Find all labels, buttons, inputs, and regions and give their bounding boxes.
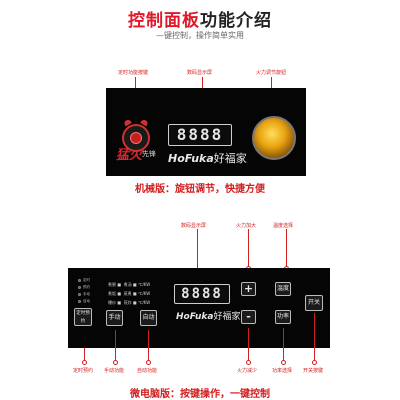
label-timer-button: 定时功能按键: [118, 70, 149, 76]
mode-right: 煮汤 ■: [123, 282, 137, 287]
mode-unit: ℃/KW: [137, 282, 151, 287]
timer-reserve-button[interactable]: 定时预约: [74, 308, 92, 326]
mode-unit: ℃/KW: [137, 291, 151, 296]
title-part-2: 功能介绍: [200, 11, 272, 31]
leader-dot: [281, 360, 286, 365]
fire-up-button[interactable]: +: [241, 282, 256, 296]
label-firepower-knob: 火力调节旋钮: [256, 70, 287, 76]
label-timer-reserve: 定时预约: [73, 368, 94, 374]
leader-dot: [82, 360, 87, 365]
label-on-off: 开关按键: [303, 368, 324, 374]
power-button[interactable]: 功率: [275, 310, 291, 324]
title-part-1: 控制面板: [128, 11, 200, 31]
alarm-bell-right: [140, 118, 149, 127]
mode-row: 爆炒 ■ 煎炸 ■ ℃/KW: [108, 300, 150, 306]
leader-dot: [312, 360, 317, 365]
mode-row: 煮粥 ■ 煮汤 ■ ℃/KW: [108, 282, 150, 288]
indicator-label: 手动: [83, 292, 90, 296]
page-title: 控制面板功能介绍: [0, 6, 400, 31]
leader-dot: [146, 360, 151, 365]
leader-line: [84, 348, 85, 362]
mechanical-caption: 机械版：旋钮调节，快捷方便: [135, 184, 265, 195]
fire-down-button[interactable]: -: [241, 310, 256, 324]
leader-line: [286, 229, 287, 269]
brand-logo: HoFuka好福家: [176, 309, 240, 322]
label-fire-down: 火力减少: [237, 368, 258, 374]
logo-latin: HoFuka: [168, 152, 214, 165]
leader-line: [248, 229, 249, 269]
brand-logo: HoFuka好福家: [168, 150, 247, 166]
indicator-led: [78, 279, 81, 282]
mode-left: 煮饭 ■: [108, 291, 122, 296]
label-power-select: 功率选择: [272, 368, 293, 374]
firepower-knob[interactable]: [252, 116, 296, 160]
leader-line: [314, 313, 315, 362]
mechanical-control-panel: 猛火 先锋 8888 HoFuka好福家: [106, 88, 306, 176]
mode-right: 煎炸 ■: [123, 300, 137, 305]
leader-line: [248, 328, 249, 362]
on-off-button[interactable]: 开关: [305, 295, 323, 311]
logo-chinese: 好福家: [213, 312, 241, 322]
brand-slogan-small: 先锋: [142, 150, 156, 158]
alarm-bell-left: [123, 118, 132, 127]
micro-caption: 微电脑版：按键操作，一键控制: [130, 389, 270, 400]
label-digital-display: 数码显示屏: [187, 70, 213, 76]
indicator-led: [78, 300, 81, 303]
label-temp-select: 温度选择: [273, 223, 294, 229]
indicator-led: [78, 293, 81, 296]
mode-right: 蒸煮 ■: [123, 291, 137, 296]
timer-button[interactable]: [122, 118, 150, 152]
mode-row: 煮饭 ■ 蒸煮 ■ ℃/KW: [108, 291, 150, 297]
label-digital-display: 数码显示屏: [181, 223, 207, 229]
digital-display: 8888: [174, 284, 230, 304]
leader-line: [283, 328, 284, 362]
auto-button[interactable]: 自动: [140, 310, 157, 326]
label-manual: 手动功能: [104, 368, 125, 374]
temperature-button[interactable]: 温度: [275, 282, 291, 296]
micro-control-panel: 定时 预约 手动 自动 定时预约 煮粥 ■ 煮汤 ■ ℃/KW 煮饭 ■ 蒸煮 …: [68, 268, 330, 348]
indicator-led: [78, 286, 81, 289]
indicator-label: 预约: [83, 285, 90, 289]
leader-line: [115, 330, 116, 362]
manual-button[interactable]: 手动: [106, 310, 123, 326]
leader-dot: [113, 360, 118, 365]
indicator-label: 定时: [83, 278, 90, 282]
digital-display: 8888: [168, 124, 232, 146]
logo-latin: HoFuka: [176, 312, 214, 322]
alarm-clock-icon: [130, 132, 142, 144]
label-fire-up: 火力加大: [236, 223, 257, 229]
page-subtitle: —键控制，操作简单实用: [156, 31, 244, 40]
label-auto: 自动功能: [137, 368, 158, 374]
indicator-label: 自动: [83, 299, 90, 303]
mode-left: 爆炒 ■: [108, 300, 122, 305]
leader-line: [148, 330, 149, 362]
mode-unit: ℃/KW: [137, 300, 151, 305]
leader-line: [197, 229, 198, 281]
logo-chinese: 好福家: [213, 152, 247, 165]
leader-dot: [246, 360, 251, 365]
mode-left: 煮粥 ■: [108, 282, 122, 287]
